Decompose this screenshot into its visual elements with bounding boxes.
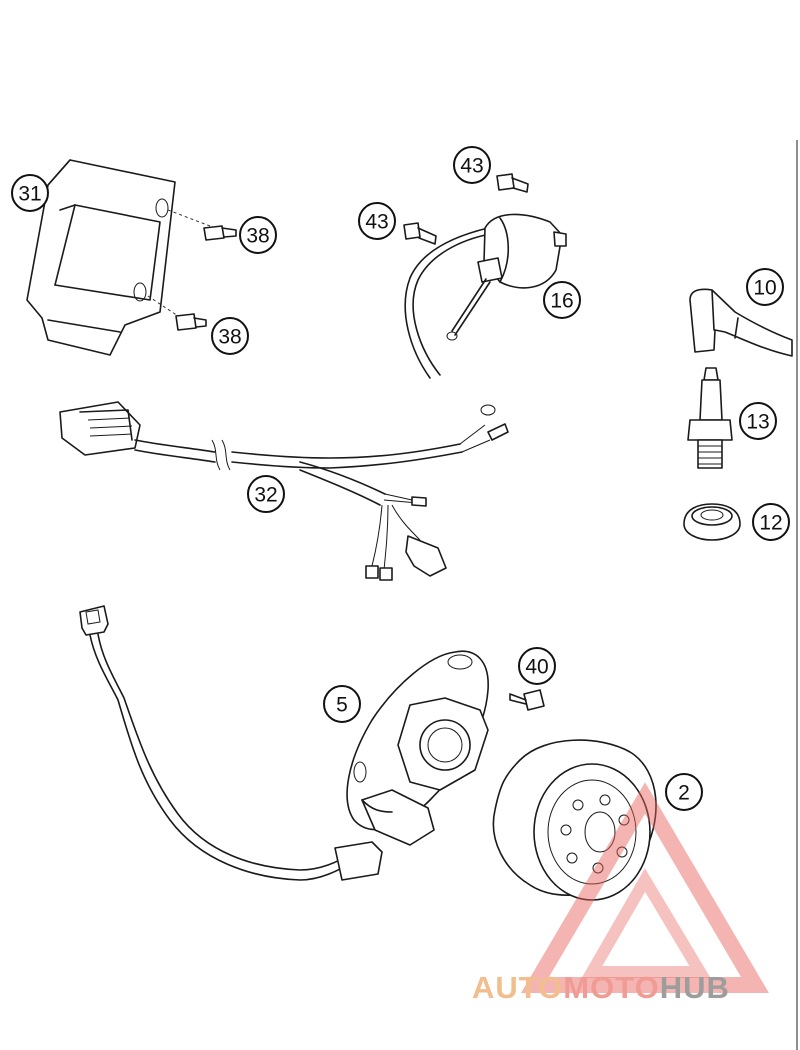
watermark-triangle-inner: [581, 868, 711, 978]
callout-13: 13: [739, 402, 777, 440]
callout-43-upper: 43: [453, 146, 491, 184]
svg-text:13: 13: [746, 411, 769, 434]
svg-text:43: 43: [460, 155, 483, 178]
callout-32: 32: [247, 475, 285, 513]
ignition-coil-part: [404, 213, 567, 379]
callout-38-lower: 38: [211, 317, 249, 355]
watermark-text: AUTOMOTOHUB: [472, 970, 730, 1005]
svg-text:2: 2: [678, 782, 690, 805]
svg-text:16: 16: [550, 290, 573, 313]
spark-plug-cap-part: [689, 288, 793, 357]
svg-text:32: 32: [254, 484, 277, 507]
svg-text:10: 10: [753, 277, 776, 300]
callout-12: 12: [752, 503, 790, 541]
svg-text:12: 12: [759, 512, 782, 535]
callout-10: 10: [746, 268, 784, 306]
callout-2: 2: [665, 773, 703, 811]
watermark-logo: AUTOMOTOHUB: [472, 782, 769, 1005]
grommet-part: [683, 503, 741, 541]
svg-text:40: 40: [525, 656, 548, 679]
svg-text:43: 43: [365, 211, 388, 234]
callout-16: 16: [543, 281, 581, 319]
screw-40: [509, 689, 545, 711]
callout-5: 5: [323, 685, 361, 723]
screw-38-lower: [175, 313, 207, 331]
spark-plug-part: [687, 367, 733, 469]
stator-part: [79, 605, 489, 881]
screw-43-lower: [403, 222, 437, 245]
svg-text:38: 38: [218, 326, 241, 349]
callout-31: 31: [11, 174, 49, 212]
callout-38-upper: 38: [239, 216, 277, 254]
screw-43-upper: [496, 173, 529, 193]
screw-38-upper: [203, 225, 237, 241]
svg-text:5: 5: [336, 694, 348, 717]
control-unit-part: [26, 159, 211, 356]
svg-text:38: 38: [246, 225, 269, 248]
svg-text:31: 31: [18, 183, 41, 206]
wiring-harness-part: [59, 401, 509, 581]
callout-43-lower: 43: [358, 202, 396, 240]
flywheel-rotor-part: [492, 739, 657, 901]
watermark-triangle-outer: [521, 782, 769, 993]
callout-40: 40: [518, 647, 556, 685]
